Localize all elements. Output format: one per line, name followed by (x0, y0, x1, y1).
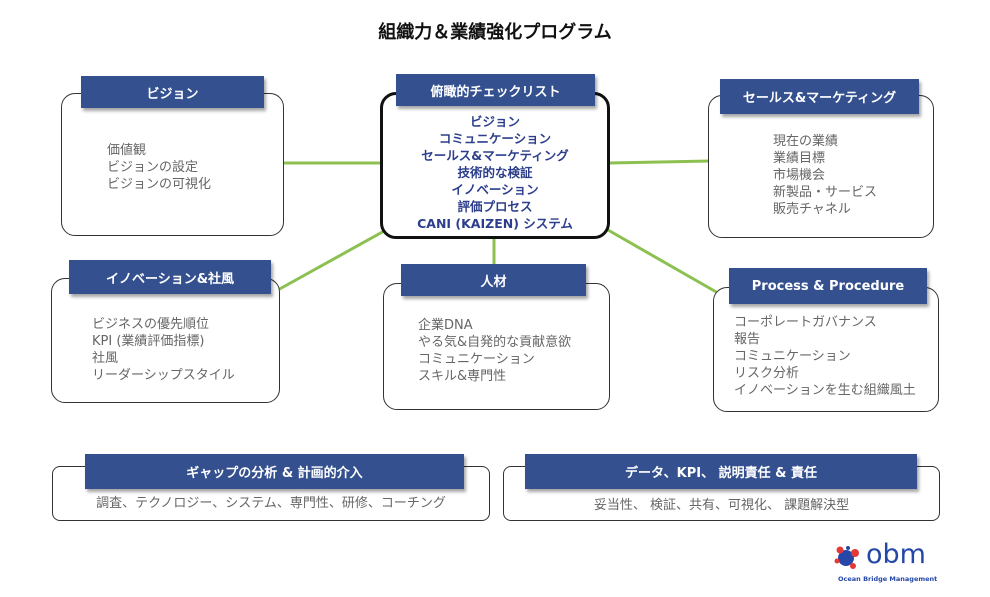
innovation-header: イノベーション&社風 (69, 260, 271, 294)
link-process (607, 228, 719, 295)
talent-header: 人材 (401, 264, 586, 296)
list-item: 業績目標 (773, 151, 826, 166)
process-list: コーポレートガバナンス 報告 コミュニケーション リスク分析 イノベーションを生… (734, 314, 916, 399)
data-header: データ、KPI、 説明責任 & 責任 (525, 454, 917, 489)
list-item: KPI (業績評価指標) (92, 334, 205, 349)
list-item: イノベーションを生む組織風土 (734, 383, 916, 398)
talent-list: 企業DNA やる気&自発的な貢献意欲 コミュニケーション スキル&専門性 (418, 317, 571, 385)
list-item: ビジョンの可視化 (107, 177, 212, 192)
list-item: 現在の業績 (773, 134, 839, 149)
list-item: セールス&マーケティング (421, 148, 569, 163)
list-item: イノベーション (451, 182, 539, 197)
logo-dots-icon (834, 546, 859, 569)
list-item: ビジネスの優先順位 (92, 317, 210, 332)
obm-logo: obm Ocean Bridge Management (834, 539, 944, 590)
sales-list: 現在の業績 業績目標 市場機会 新製品・サービス 販売チャネル (773, 133, 877, 218)
logo-subtitle: Ocean Bridge Management (838, 575, 938, 583)
sales-header: セールス&マーケティング (720, 79, 919, 114)
vision-box (61, 93, 284, 236)
list-item: 新製品・サービス (773, 185, 878, 200)
page-title: 組織力＆業績強化プログラム (378, 22, 612, 43)
process-header: Process & Procedure (729, 268, 927, 304)
list-item: 企業DNA (418, 318, 473, 333)
list-item: 報告 (734, 332, 761, 347)
list-item: リスク分析 (734, 366, 800, 381)
checklist-header: 俯瞰的チェックリスト (396, 74, 595, 106)
vision-header: ビジョン (81, 76, 264, 108)
link-sales (607, 159, 711, 165)
list-item: CANI (KAIZEN) システム (417, 216, 573, 231)
gap-text: 調査、テクノロジー、システム、専門性、研修、コーチング (96, 496, 446, 511)
list-item: コミュニケーション (734, 349, 851, 364)
list-item: 市場機会 (773, 168, 826, 183)
list-item: 技術的な検証 (457, 165, 533, 180)
checklist-box (380, 92, 610, 239)
list-item: コミュニケーション (438, 131, 552, 146)
list-item: コーポレートガバナンス (734, 315, 877, 330)
list-item: やる気&自発的な貢献意欲 (418, 335, 572, 350)
list-item: 評価プロセス (457, 199, 533, 214)
data-text: 妥当性、 検証、共有、可視化、 課題解決型 (593, 498, 850, 513)
list-item: 社風 (92, 351, 119, 366)
list-item: スキル&専門性 (418, 369, 507, 384)
list-item: リーダーシップスタイル (92, 368, 235, 383)
link-innovation (275, 228, 387, 293)
list-item: ビジョン (469, 114, 520, 129)
innovation-list: ビジネスの優先順位 KPI (業績評価指標) 社風 リーダーシップスタイル (92, 316, 235, 384)
list-item: コミュニケーション (418, 352, 535, 367)
checklist-list: ビジョン コミュニケーション セールス&マーケティング 技術的な検証 イノベーシ… (380, 113, 610, 232)
vision-list: 価値観 ビジョンの設定 ビジョンの可視化 (107, 142, 211, 193)
list-item: ビジョンの設定 (107, 160, 199, 175)
process-box (713, 287, 939, 412)
sales-box (708, 95, 934, 238)
list-item: 販売チャネル (773, 202, 851, 217)
list-item: 価値観 (107, 143, 147, 158)
gap-header: ギャップの分析 & 計画的介入 (85, 454, 464, 489)
logo-word: obm (866, 539, 926, 570)
talent-box (383, 283, 610, 410)
